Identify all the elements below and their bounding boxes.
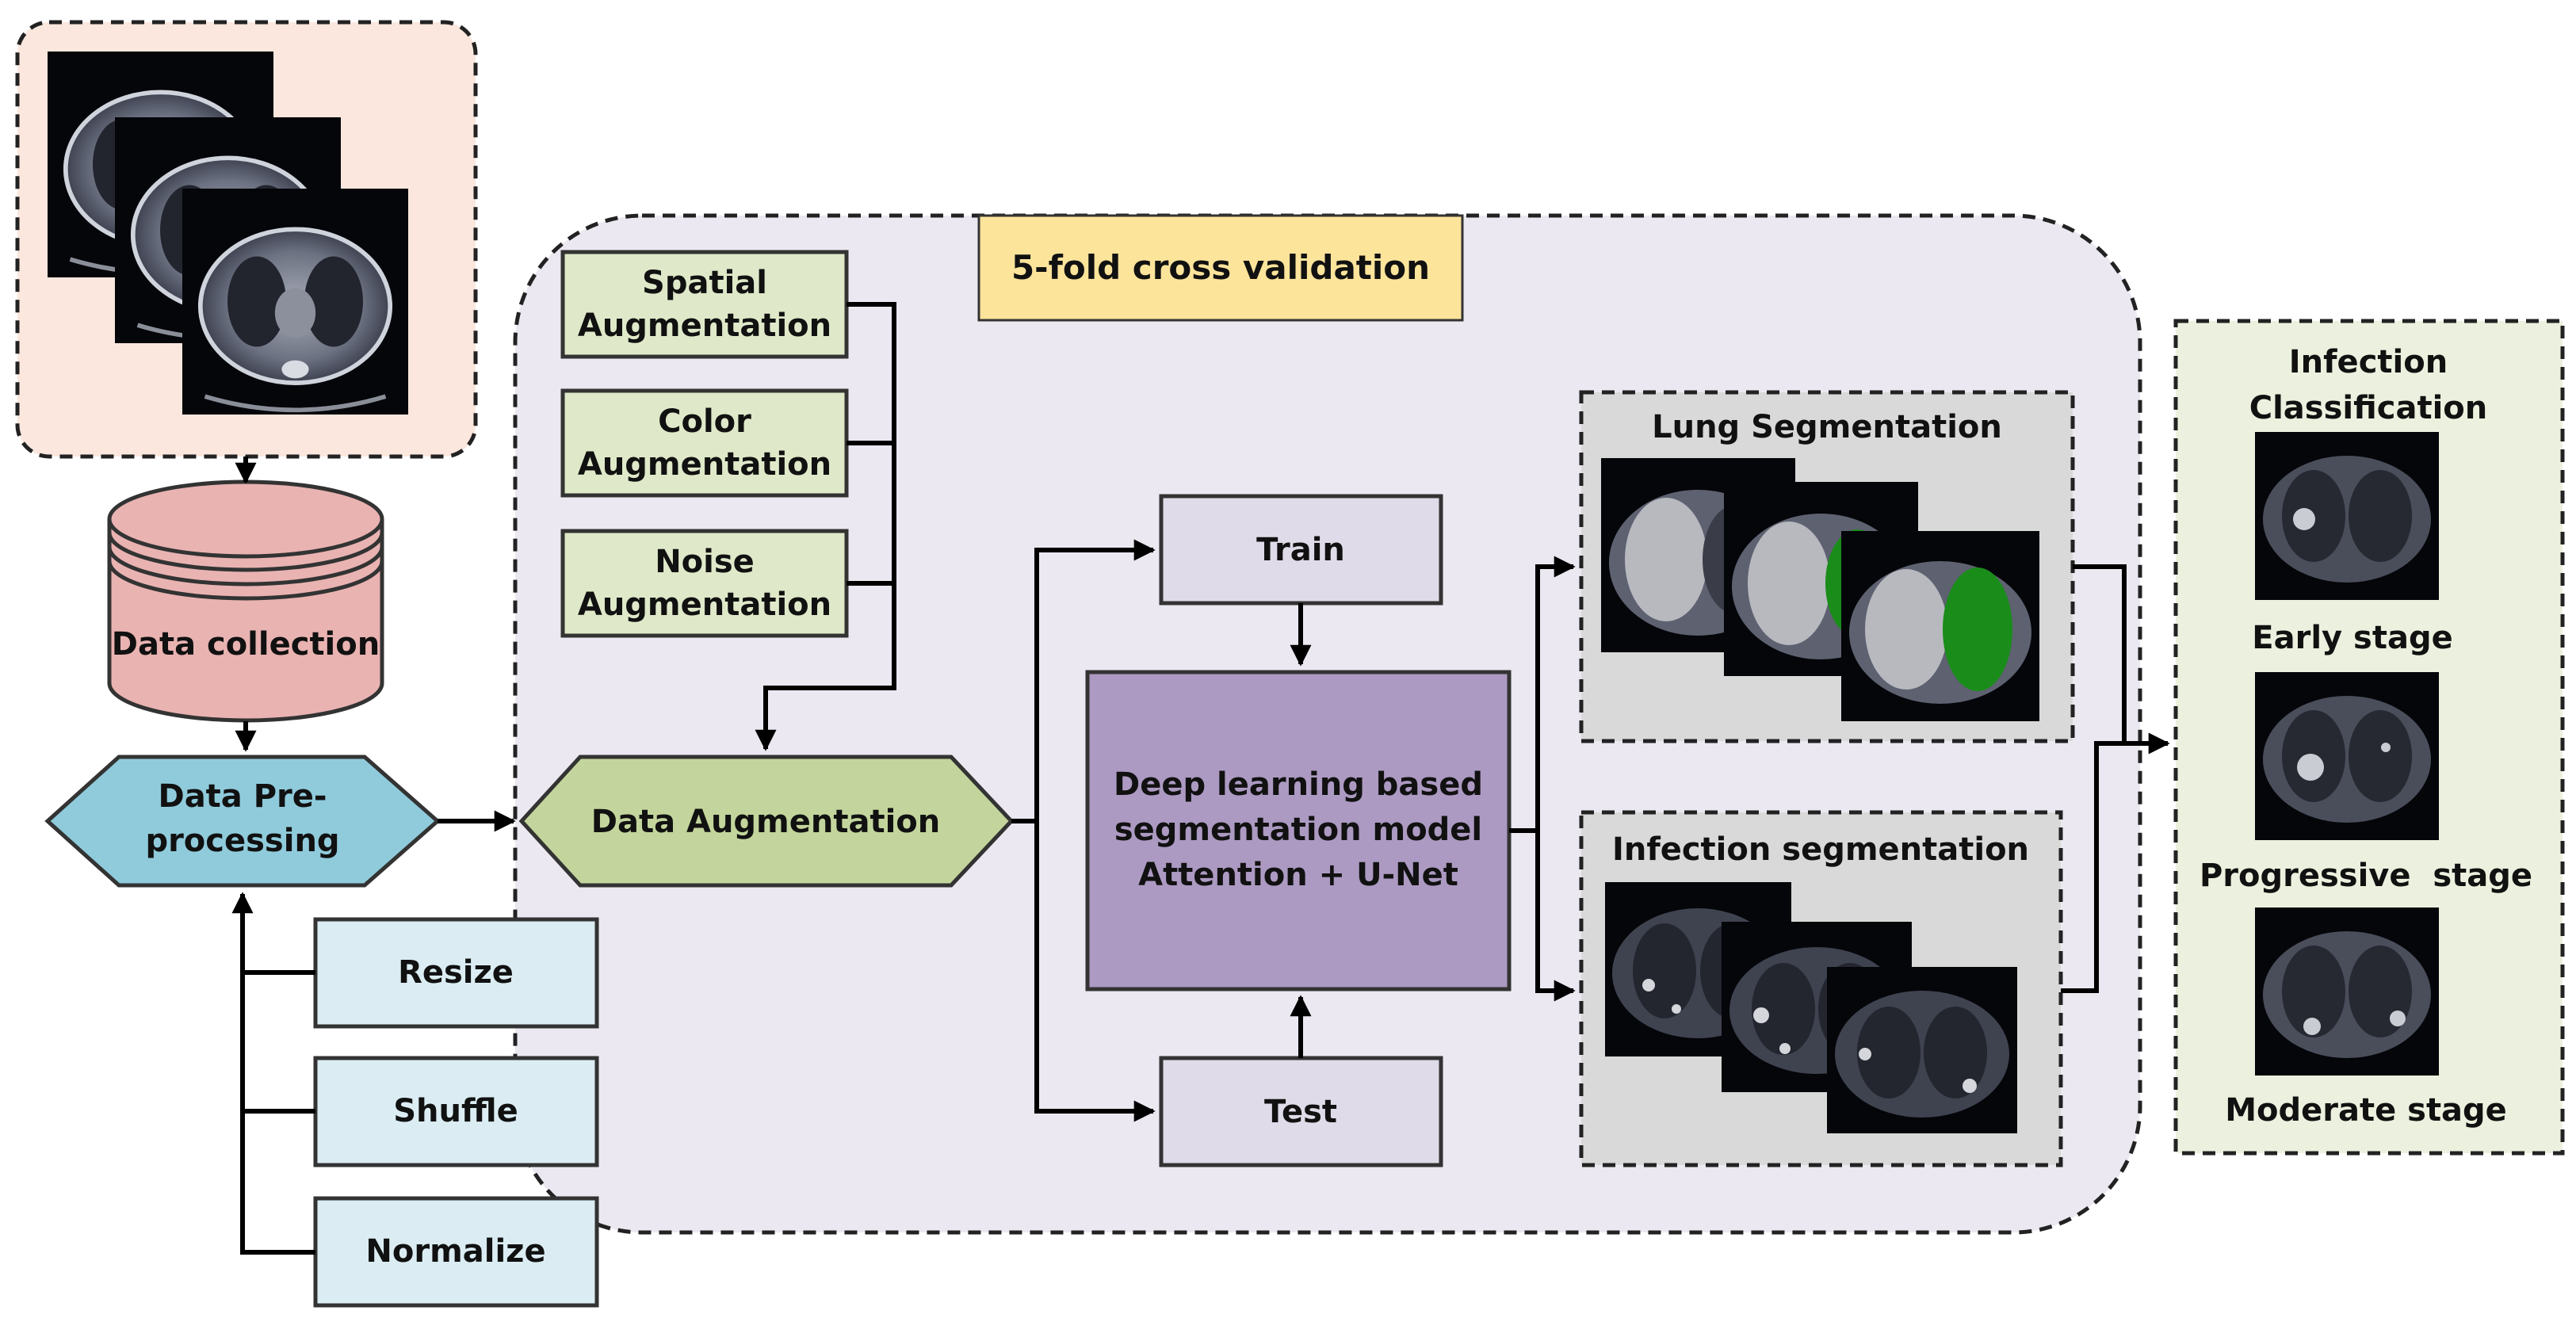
early-stage-label: Early stage xyxy=(2252,620,2452,656)
progressive-stage-label: Progressive stage xyxy=(2200,858,2532,894)
augmentation-noise-line2: Augmentation xyxy=(578,586,831,623)
model-line1: Deep learning based xyxy=(1114,766,1483,803)
augmentation-color-joint xyxy=(847,441,894,586)
preprocessing-line1: Data Pre- xyxy=(158,778,327,815)
augmentation-noise-line1: Noise xyxy=(655,544,755,580)
preprocessing-step-normalize-label: Normalize xyxy=(365,1233,545,1270)
train-node: Train xyxy=(1159,494,1443,606)
preprocessing-step-shuffle-label: Shuffle xyxy=(393,1093,518,1129)
preprocessing-node: Data Pre- processing xyxy=(44,755,441,888)
lung-segmentation-panel: Lung Segmentation xyxy=(1579,390,2075,743)
augmentation-spatial-line2: Augmentation xyxy=(578,308,831,344)
augmentation-spatial-line1: Spatial xyxy=(642,265,767,301)
arrow-model-to-lung xyxy=(1509,556,1576,833)
augmentation-types-bus xyxy=(755,302,896,751)
preprocessing-step-normalize: Normalize xyxy=(313,1196,599,1308)
moderate-stage-image xyxy=(2255,907,2439,1076)
cross-validation-label-box xyxy=(977,214,1464,322)
preprocessing-step-shuffle: Shuffle xyxy=(313,1056,599,1167)
classification-title-line2: Classification xyxy=(2249,390,2488,426)
arrow-augmentation-to-train xyxy=(1011,539,1156,823)
arrow-model-to-infection xyxy=(1535,831,1576,1002)
early-stage-image xyxy=(2255,432,2439,600)
augmentation-color-line1: Color xyxy=(658,403,751,440)
augmentation-color: Color Augmentation xyxy=(560,388,849,498)
preprocessing-steps-bus xyxy=(243,894,315,1255)
infection-classification-panel: Infection Classification Early stage Pro… xyxy=(2173,319,2565,1156)
classification-title-line1: Infection xyxy=(2289,344,2448,380)
preprocessing-step-resize: Resize xyxy=(313,917,599,1029)
segmentation-model-node: Deep learning based segmentation model A… xyxy=(1085,670,1512,992)
arrow-lung-to-classification xyxy=(2073,564,2170,755)
augmentation-noise: Noise Augmentation xyxy=(560,529,849,638)
data-augmentation-node: Data Augmentation xyxy=(518,755,1015,888)
arrow-augmentation-to-test xyxy=(1034,821,1156,1122)
lung-segmentation-images xyxy=(1601,458,2039,721)
infection-segmentation-panel: Infection segmentation xyxy=(1579,810,2063,1167)
arrow-infection-to-classification xyxy=(2061,741,2124,993)
test-node: Test xyxy=(1159,1056,1443,1167)
lung-segmentation-title: Lung Segmentation xyxy=(1652,409,2002,445)
progressive-stage-image xyxy=(2255,672,2439,840)
cross-validation-label: 5-fold cross validation xyxy=(1011,248,1430,287)
data-collection-node: Data collection xyxy=(107,480,384,723)
test-label: Test xyxy=(1264,1094,1337,1130)
train-label: Train xyxy=(1256,532,1345,568)
augmentation-spatial: Spatial Augmentation xyxy=(560,250,849,359)
connectors xyxy=(243,302,2170,1255)
moderate-stage-label: Moderate stage xyxy=(2225,1092,2507,1129)
augmentation-color-line2: Augmentation xyxy=(578,446,831,483)
model-line2: segmentation model xyxy=(1114,812,1482,848)
preprocessing-step-resize-label: Resize xyxy=(398,954,514,991)
infection-segmentation-images xyxy=(1605,882,2017,1133)
infection-segmentation-title: Infection segmentation xyxy=(1612,831,2029,868)
data-augmentation-label: Data Augmentation xyxy=(591,804,941,840)
preprocessing-line2: processing xyxy=(145,823,339,859)
data-collection-label: Data collection xyxy=(112,626,380,663)
model-line3: Attention + U-Net xyxy=(1138,857,1458,893)
